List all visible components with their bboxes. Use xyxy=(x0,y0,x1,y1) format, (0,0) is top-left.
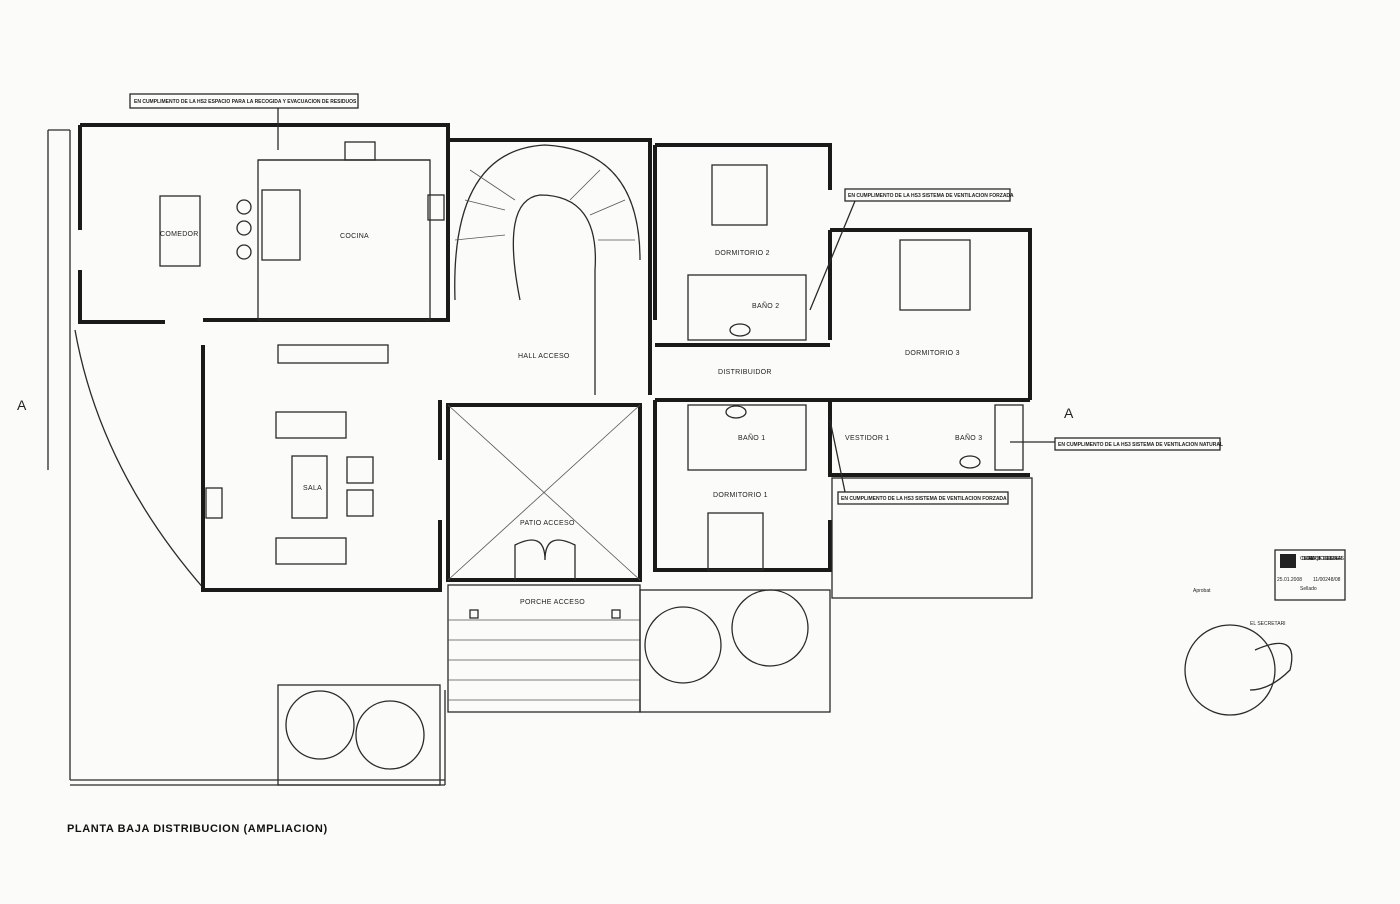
room-label: BAÑO 3 xyxy=(955,433,982,442)
room-label: DORMITORIO 1 xyxy=(713,492,768,499)
section-mark-right: A xyxy=(1064,405,1074,421)
room-label: COMEDOR xyxy=(160,231,199,238)
section-mark-left: A xyxy=(17,397,27,413)
note-ventilacion-forzada: EN CUMPLIMENTO DE LA HS3 SISTEMA DE VENT… xyxy=(841,496,1007,502)
room-label: VESTIDOR 1 xyxy=(845,435,890,442)
stamp-approved: Aprobat xyxy=(1193,588,1211,594)
patio xyxy=(446,403,642,582)
room-label: BAÑO 2 xyxy=(752,301,779,310)
room-label: PATIO ACCESO xyxy=(520,520,575,527)
stamp-date: 25.01.2008 xyxy=(1277,577,1302,583)
room-label: PORCHE ACCESO xyxy=(520,599,585,606)
note-ventilacion-natural: EN CUMPLIMENTO DE LA HS3 SISTEMA DE VENT… xyxy=(1058,442,1223,448)
stair xyxy=(446,138,652,395)
room-label: COCINA xyxy=(340,233,369,240)
stamp-org: COL·LEGI OFICIAL D'ARQUITECTES DE LES IL… xyxy=(1300,556,1345,562)
walls-kitchen-dining xyxy=(78,123,450,364)
note-ventilacion-forzada: EN CUMPLIMENTO DE LA HS3 SISTEMA DE VENT… xyxy=(848,193,1014,199)
terrace-strip xyxy=(47,129,446,786)
room-label: SALA xyxy=(303,485,322,492)
stamp-secretary: EL SECRETARI xyxy=(1250,621,1286,627)
note-leaders xyxy=(129,93,1221,505)
drawing-title: PLANTA BAJA DISTRIBUCION (AMPLIACION) xyxy=(67,823,328,835)
room-label: BAÑO 1 xyxy=(738,433,765,442)
room-label: DISTRIBUIDOR xyxy=(718,369,772,376)
dining-table xyxy=(159,195,201,267)
room-label: DORMITORIO 3 xyxy=(905,350,960,357)
stamp-number: 11/00248/08 xyxy=(1313,577,1341,583)
walls-bedrooms xyxy=(653,143,1033,599)
porche xyxy=(277,584,831,786)
stamp-label: Sellado xyxy=(1300,586,1317,592)
room-label: HALL ACCESO xyxy=(518,353,570,360)
stamp-seal xyxy=(1184,549,1346,716)
note-residuos: EN CUMPLIMENTO DE LA HS2 ESPACIO PARA LA… xyxy=(134,99,357,105)
walls-sala xyxy=(201,345,442,592)
room-label: DORMITORIO 2 xyxy=(715,250,770,257)
